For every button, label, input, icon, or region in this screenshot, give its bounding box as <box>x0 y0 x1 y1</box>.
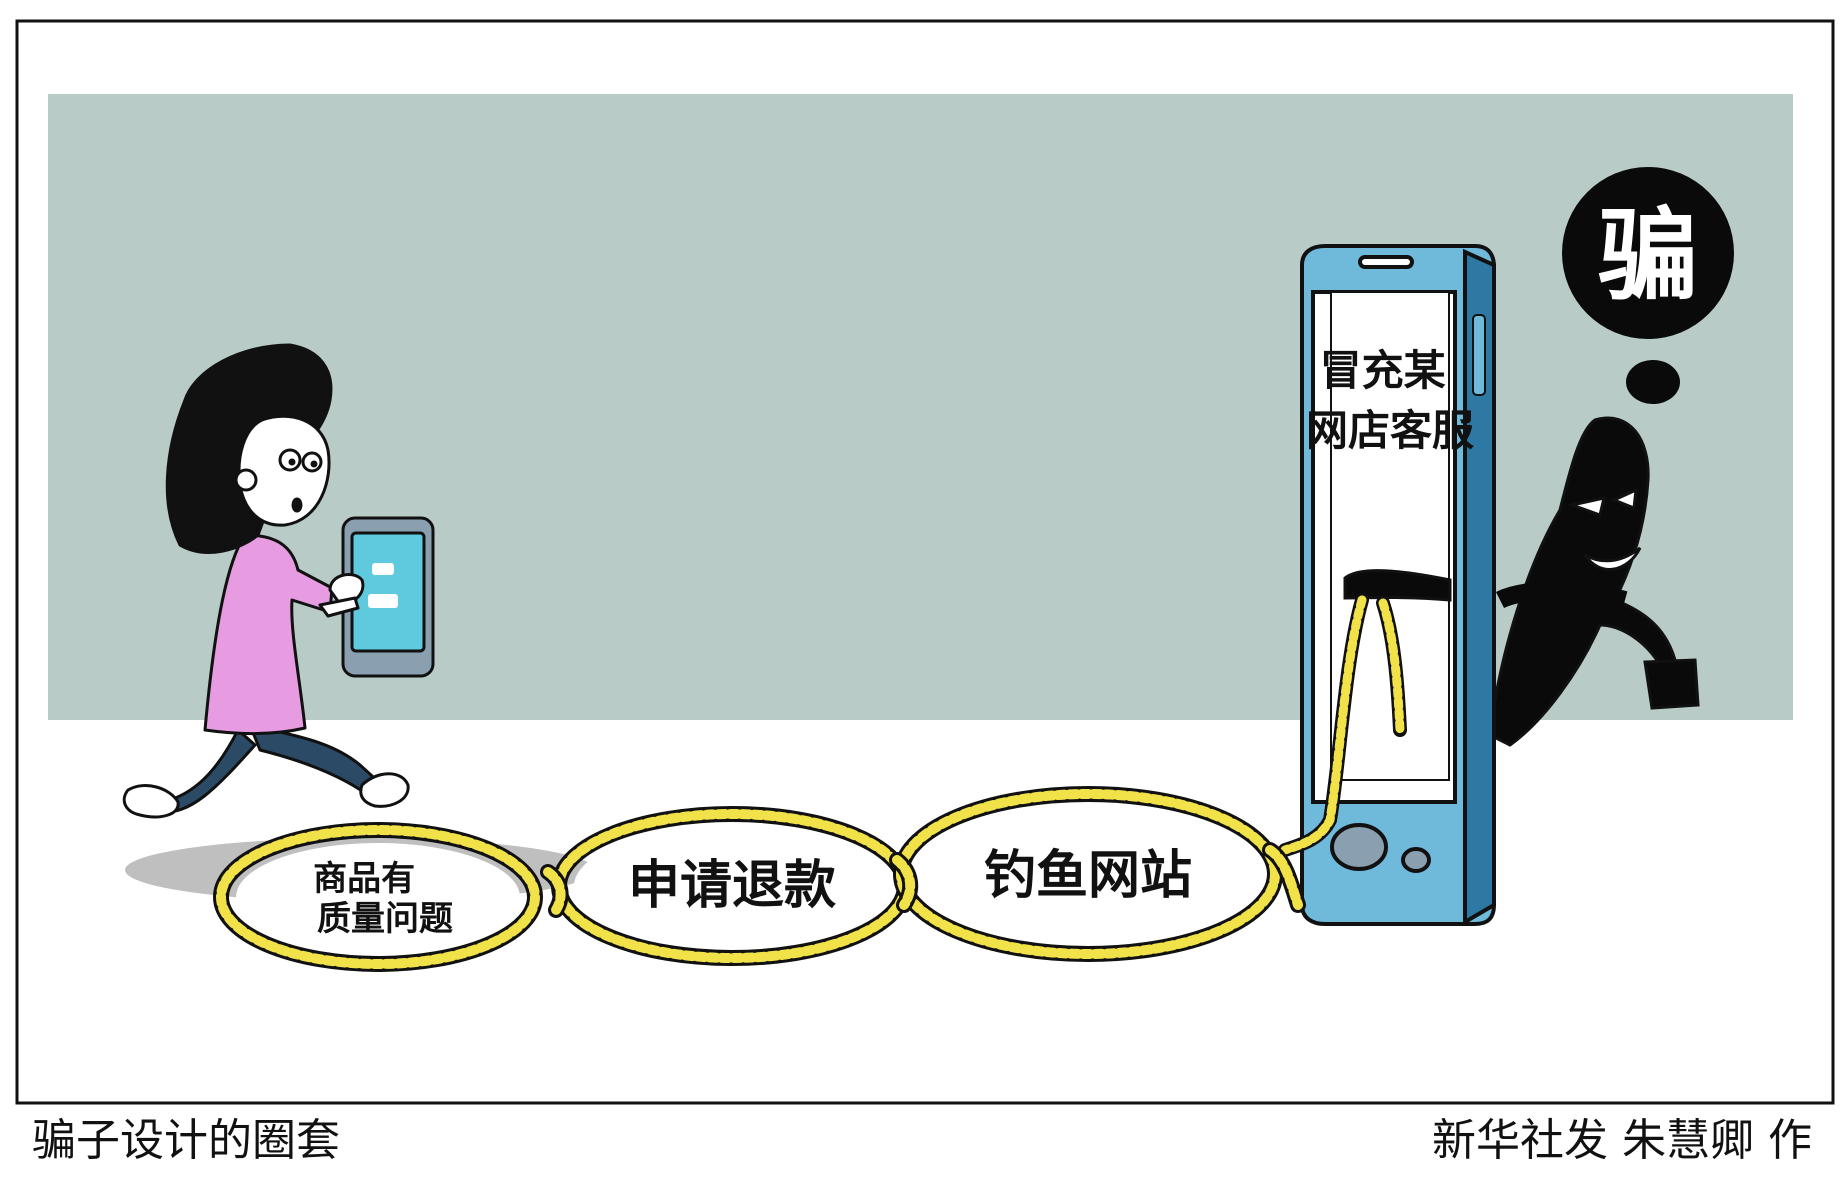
rope-loop-1-label: 商品有 质量问题 <box>313 859 453 939</box>
rope-loop-1 <box>216 825 540 969</box>
background-wall <box>48 94 1793 720</box>
rope <box>213 593 1407 972</box>
rope-loop-1-line-2: 质量问题 <box>317 899 453 939</box>
woman-pupil-right <box>310 460 318 468</box>
woman-front-shoe <box>359 772 410 808</box>
woman-back-shoe <box>122 784 180 819</box>
thought-bubble <box>1562 167 1734 339</box>
fake-phone-line-1: 冒充某 <box>1320 346 1446 395</box>
rope-knot-2-fill <box>892 855 916 910</box>
thought-dot <box>1626 360 1680 404</box>
rope-loop-3-label: 钓鱼网站 <box>984 846 1192 906</box>
rope-hanging-strand-1-fill <box>1280 595 1367 855</box>
phone-side-button <box>1472 314 1486 396</box>
woman-pupil-left <box>288 458 296 466</box>
scammer-grin <box>1583 546 1642 571</box>
rope-knot-1-fill <box>543 867 566 915</box>
woman-phone-message-1 <box>372 563 394 575</box>
woman-face <box>237 414 331 527</box>
fake-phone-line-2: 网店客服 <box>1306 406 1474 455</box>
woman-ear <box>234 468 258 492</box>
woman-phone-message-2 <box>368 594 398 608</box>
scammer-eye-right <box>1610 487 1638 511</box>
rope-loop-1-inner <box>236 843 520 951</box>
woman-finger <box>318 596 360 618</box>
woman-shirt <box>203 533 334 736</box>
phone-button <box>1401 847 1431 873</box>
fake-phone-screen-text: 冒充某 网店客服 <box>1306 346 1474 455</box>
rope-loop-2-inner <box>574 827 890 945</box>
scammer-character <box>1488 416 1700 747</box>
woman-character <box>122 343 435 819</box>
scammer-arm <box>1495 581 1628 609</box>
rope-loop-3-inner <box>916 807 1260 941</box>
caption-credit: 新华社发 朱慧卿 作 <box>1432 1115 1812 1166</box>
scammer-fist <box>1643 658 1700 710</box>
rope-loop-2-label: 申请退款 <box>628 856 836 916</box>
phone-speaker <box>1358 255 1414 269</box>
scammer-eye-left <box>1566 496 1607 517</box>
phone-side-edge <box>1463 248 1496 926</box>
scam-bubble-text: 骗 <box>1598 197 1698 314</box>
rope-knot-3-fill <box>1265 845 1303 910</box>
rope-loop-1-line-1: 商品有 <box>313 859 415 899</box>
woman-mouth <box>291 497 303 513</box>
phone-camera <box>1330 823 1388 871</box>
rope-hanging-strand-2-fill <box>1378 598 1405 735</box>
caption-title: 骗子设计的圈套 <box>32 1115 340 1166</box>
